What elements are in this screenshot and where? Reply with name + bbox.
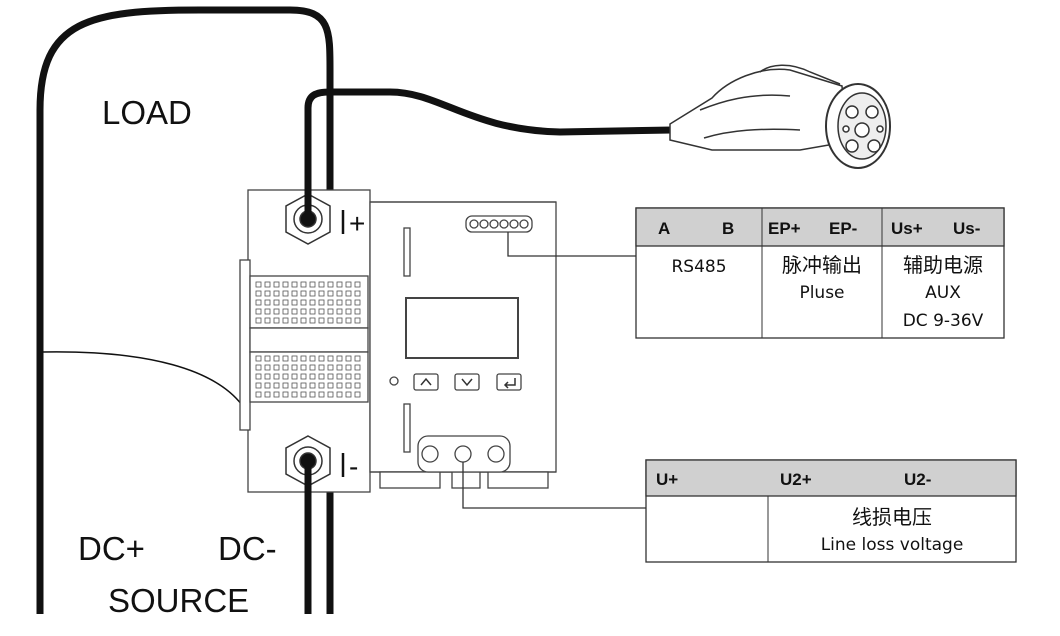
line-loss-en: Line loss voltage (821, 535, 964, 555)
source-label: SOURCE (108, 582, 249, 619)
header-a: A (658, 219, 670, 238)
down-button-icon (461, 378, 473, 387)
header-u-plus: U+ (656, 470, 678, 489)
dc-plus-label: DC+ (78, 530, 145, 567)
header-ep-plus: EP+ (768, 219, 801, 238)
pulse-output-en: Pluse (799, 283, 844, 303)
terminal-plus-label: + (349, 208, 365, 239)
top-leader-line (507, 232, 636, 257)
header-u2-minus: U2- (904, 470, 931, 489)
charger-cable (304, 88, 676, 226)
aux-power-range: DC 9-36V (903, 311, 984, 331)
dc-minus-label: DC- (218, 530, 277, 567)
pulse-output-cn: 脉冲输出 (782, 253, 862, 277)
rs485-label: RS485 (671, 257, 726, 277)
bottom-leader-line (462, 462, 646, 509)
enter-button-icon (503, 378, 516, 389)
aux-power-cn: 辅助电源 (903, 253, 983, 277)
header-b: B (722, 219, 734, 238)
terminal-table-top: A B EP+ EP- Us+ Us- RS485 脉冲输出 Pluse 辅助电… (635, 207, 1005, 339)
up-button-icon (420, 377, 432, 386)
header-u2-plus: U2+ (780, 470, 812, 489)
load-label: LOAD (102, 94, 192, 131)
line-loss-cn: 线损电压 (852, 505, 932, 529)
header-ep-minus: EP- (829, 219, 857, 238)
aux-power-en: AUX (925, 283, 961, 303)
terminal-minus-label: - (349, 451, 358, 482)
load-cable-loop (36, 6, 334, 614)
ev-connector-icon (669, 64, 891, 169)
vent-grid (255, 281, 361, 398)
header-us-plus: Us+ (891, 219, 923, 238)
header-us-minus: Us- (953, 219, 980, 238)
terminal-table-bottom: U+ U2+ U2- 线损电压 Line loss voltage (645, 459, 1017, 563)
